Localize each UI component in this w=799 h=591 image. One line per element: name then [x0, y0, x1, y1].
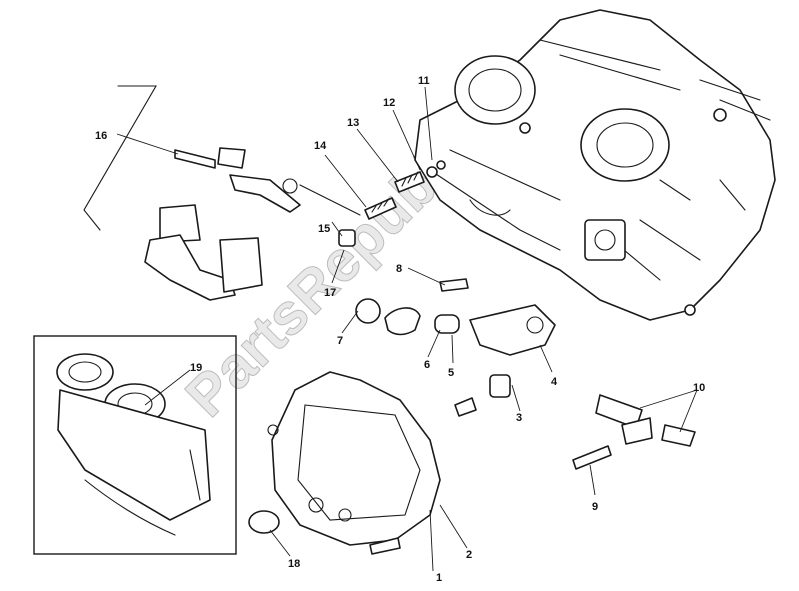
cover-and-gasket	[267, 371, 441, 555]
throttle-body-assembly	[414, 9, 776, 321]
callout-2: 2	[466, 549, 472, 561]
callout-18: 18	[288, 558, 300, 570]
callout-16: 16	[95, 130, 107, 142]
callout-13: 13	[347, 117, 359, 129]
part-19-throttle-assembly	[56, 353, 211, 536]
hose-fittings	[595, 394, 696, 447]
callout-12: 12	[383, 97, 395, 109]
idle-bypass-components	[355, 278, 556, 417]
callout-15: 15	[318, 223, 330, 235]
part-9-bolt	[572, 445, 612, 470]
callout-9: 9	[592, 501, 598, 513]
callout-19: 19	[190, 362, 202, 374]
callout-5: 5	[448, 367, 454, 379]
callout-8: 8	[396, 263, 402, 275]
callout-4: 4	[551, 376, 558, 388]
throttle-sensor-group	[83, 85, 361, 301]
callout-11: 11	[418, 75, 430, 87]
callout-1: 1	[436, 572, 442, 584]
callout-17: 17	[324, 287, 336, 299]
callout-7: 7	[337, 335, 343, 347]
callout-14: 14	[314, 140, 327, 152]
callout-10: 10	[693, 382, 705, 394]
callout-3: 3	[516, 412, 522, 424]
part-15-cap	[338, 229, 356, 247]
idle-adjust-screws	[364, 160, 446, 220]
part-19-inset-frame	[33, 335, 237, 555]
leader-lines	[116, 86, 698, 572]
callout-6: 6	[424, 359, 430, 371]
part-18-plug	[248, 510, 280, 534]
